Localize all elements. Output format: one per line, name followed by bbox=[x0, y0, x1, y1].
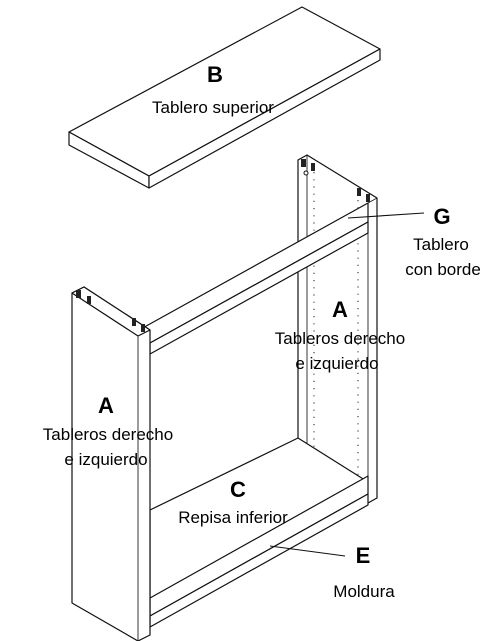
label-a-left-line1: Tableros derecho bbox=[43, 425, 173, 444]
label-g-letter: G bbox=[433, 204, 450, 229]
label-g-name-line2: con borde bbox=[405, 260, 481, 279]
label-a-right-letter: A bbox=[332, 297, 348, 322]
left-side-panel bbox=[71, 286, 151, 641]
label-e-name: Moldura bbox=[333, 582, 395, 601]
molding-e bbox=[149, 475, 369, 628]
leader-line-e bbox=[269, 545, 346, 557]
label-a-right-line1: Tableros derecho bbox=[275, 329, 405, 348]
top-panel-b bbox=[68, 6, 381, 189]
label-b-name: Tablero superior bbox=[152, 98, 274, 117]
label-c-name: Repisa inferior bbox=[178, 508, 288, 527]
label-a-left-line2: e izquierdo bbox=[64, 450, 147, 469]
label-g-name-line1: Tablero bbox=[413, 235, 469, 254]
label-c-letter: C bbox=[230, 477, 246, 502]
label-a-right-line2: e izquierdo bbox=[295, 354, 378, 373]
label-a-left-letter: A bbox=[98, 393, 114, 418]
label-b-letter: B bbox=[207, 62, 223, 87]
label-e-letter: E bbox=[356, 543, 371, 568]
leader-line-g bbox=[347, 212, 425, 219]
